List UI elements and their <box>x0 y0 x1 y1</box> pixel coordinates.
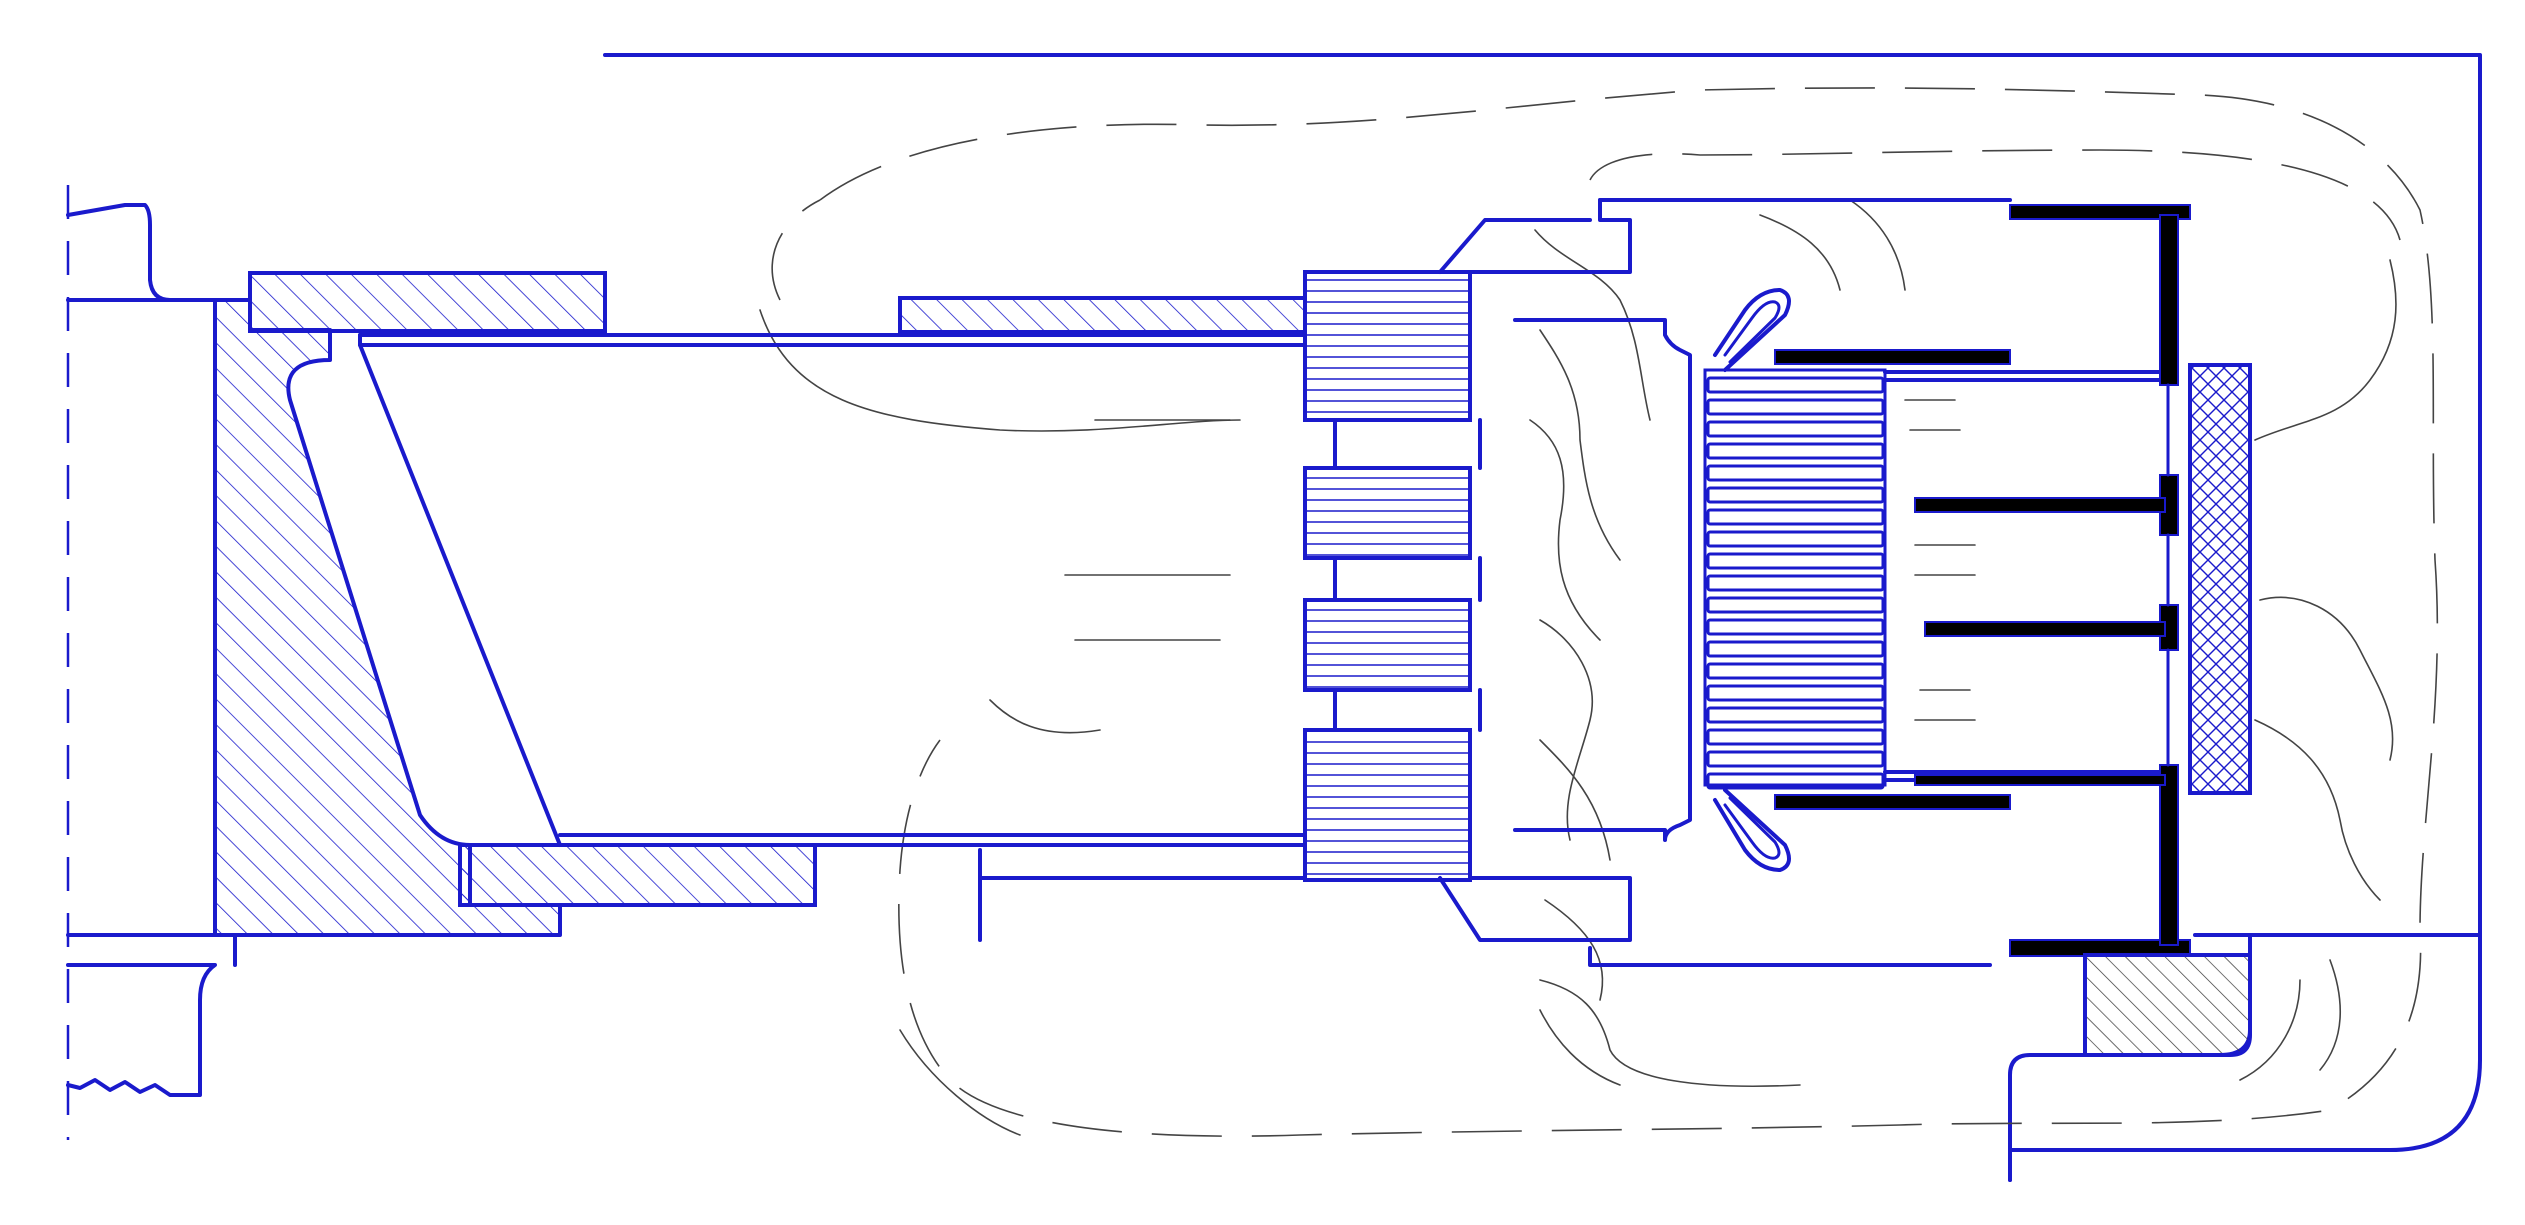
coil-fin <box>1706 728 1885 746</box>
coil-fin <box>1706 662 1885 680</box>
sketch-outline <box>759 87 2439 1137</box>
coil-fin <box>1706 376 1885 394</box>
inner-sleeve <box>1883 370 2167 782</box>
coil-fins-frame <box>1703 368 1887 787</box>
upper-hatched-strip <box>898 296 1307 334</box>
coil-fin <box>1706 420 1885 438</box>
coil-fin <box>1706 574 1885 592</box>
coil-fin <box>1706 442 1885 460</box>
coil-fin <box>1706 596 1885 614</box>
stator-housing <box>1438 198 2012 967</box>
top-hatched-bar <box>248 271 607 333</box>
coil-fin <box>1706 508 1885 526</box>
tapered-rotor <box>358 333 1307 942</box>
lower-hatched-bar <box>458 843 817 907</box>
bottom-hatched-block <box>2083 953 2252 1057</box>
coil-fin <box>1706 684 1885 702</box>
lamination-stacks <box>1303 270 1482 882</box>
coil-fin <box>1706 464 1885 482</box>
left-flange-hatched <box>213 298 562 937</box>
coil-fin <box>1706 618 1885 636</box>
coil-fin <box>1706 530 1885 548</box>
coil-fin <box>1706 706 1885 724</box>
coil-fin <box>1706 552 1885 570</box>
coil-fin <box>1706 640 1885 658</box>
coil-fins <box>1706 376 1885 790</box>
crosshatch-pad <box>2188 363 2252 795</box>
coil-fin <box>1706 398 1885 416</box>
black-frame <box>1774 204 2191 957</box>
spring-clips <box>1713 288 1791 872</box>
coil-fin <box>1706 486 1885 504</box>
coil-fin <box>1706 750 1885 768</box>
